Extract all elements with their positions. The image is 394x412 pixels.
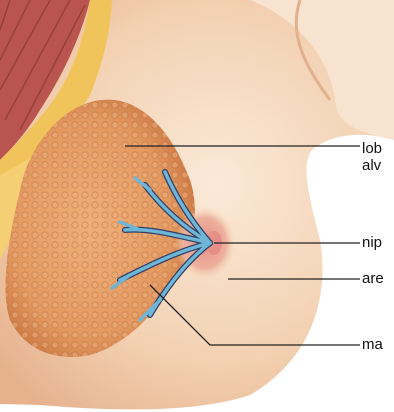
label-areola: are <box>362 270 384 287</box>
label-lobules-line2: alv <box>362 157 381 174</box>
label-mammary: ma <box>362 336 383 353</box>
label-areola-clip: are <box>360 270 394 290</box>
label-nipple-clip: nip <box>360 234 394 254</box>
label-lobules-line1: lob <box>362 140 382 157</box>
label-mammary-clip: ma <box>360 336 394 356</box>
label-nipple: nip <box>362 234 382 251</box>
label-lobules-clip: lob alv <box>360 140 394 180</box>
